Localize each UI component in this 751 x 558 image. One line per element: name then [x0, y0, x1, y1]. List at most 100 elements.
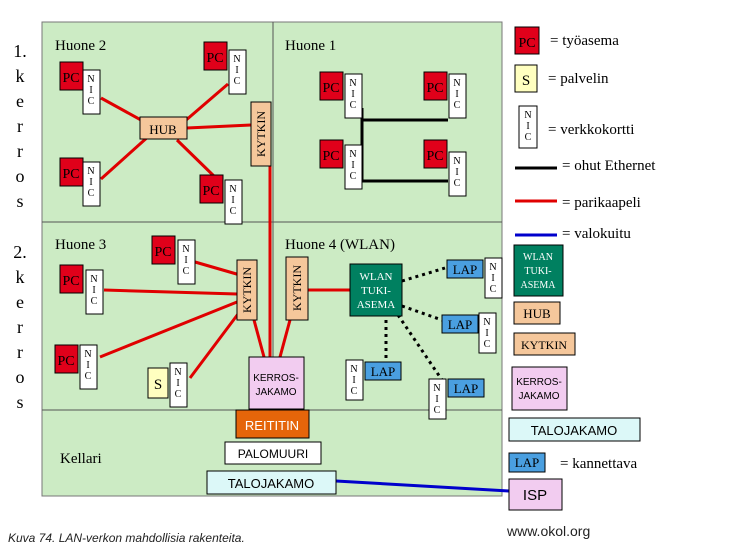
svg-text:LAP: LAP [515, 455, 540, 470]
legend-hub: HUB [513, 301, 561, 325]
figure-caption: Kuva 74. LAN-verkon mahdollisia rakentei… [8, 531, 245, 545]
room-label-huone-1: Huone 1 [285, 38, 336, 54]
switch-label: KYTKIN [240, 267, 254, 313]
pc-huone1-c: PC [319, 139, 344, 169]
svg-text:PC: PC [154, 245, 171, 260]
svg-text:= verkkokortti: = verkkokortti [548, 122, 634, 138]
pc-huone1-b: PC [423, 71, 448, 101]
wireless-links [384, 266, 446, 381]
pc-huone2-b: PC [203, 41, 228, 71]
switch-huone3: KYTKIN [236, 259, 258, 321]
svg-text:PALOMUURI: PALOMUURI [238, 447, 308, 461]
svg-text:JAKAMO: JAKAMO [255, 387, 296, 398]
svg-text:TALOJAKAMO: TALOJAKAMO [531, 423, 617, 438]
pc-huone3-b: PC [59, 264, 84, 294]
svg-text:TALOJAKAMO: TALOJAKAMO [228, 476, 314, 491]
laptop-huone4-c: LAP [364, 361, 402, 381]
hub-huone2: HUB [139, 116, 188, 140]
svg-text:ISP: ISP [523, 487, 547, 504]
svg-text:LAP: LAP [448, 317, 473, 332]
room-label-huone-4: Huone 4 (WLAN) [285, 237, 395, 253]
svg-text:PC: PC [426, 81, 443, 96]
svg-text:= kannettava: = kannettava [560, 456, 638, 472]
room-label-huone-3: Huone 3 [55, 237, 106, 253]
svg-text:KERROS-: KERROS- [516, 377, 562, 388]
svg-text:= valokuitu: = valokuitu [562, 226, 631, 242]
fiber-cable [335, 479, 510, 493]
svg-text:LAP: LAP [454, 381, 479, 396]
laptop-huone4-d: LAP [447, 378, 485, 398]
svg-text:REITITIN: REITITIN [245, 418, 299, 433]
pc-huone1-a: PC [319, 71, 344, 101]
svg-text:WLAN: WLAN [360, 271, 393, 283]
pc-huone2-a: PC [59, 61, 84, 91]
svg-text:PC: PC [202, 184, 219, 199]
laptop-huone4-b: LAP [441, 314, 479, 334]
svg-text:TUKI-: TUKI- [361, 285, 391, 297]
svg-text:PC: PC [518, 36, 535, 51]
legend-server: S = palvelin [514, 64, 609, 93]
router: REITITIN [235, 409, 310, 439]
legend-switch: KYTKIN [513, 332, 576, 356]
site-url: www.okol.org [507, 523, 591, 539]
server-huone3: S [147, 367, 169, 399]
legend-kerrosjakamo: KERROS- JAKAMO [511, 366, 568, 411]
legend-wlan: WLAN TUKI- ASEMA [513, 244, 564, 297]
building-distributor: TALOJAKAMO [206, 470, 337, 495]
svg-text:= parikaapeli: = parikaapeli [562, 195, 641, 211]
svg-text:ASEMA: ASEMA [357, 299, 396, 311]
svg-text:PC: PC [62, 274, 79, 289]
laptop-huone4-a: LAP [446, 259, 484, 279]
svg-text:S: S [154, 377, 162, 393]
svg-text:S: S [522, 73, 530, 89]
legend-pc: PC = työasema [514, 26, 619, 55]
legend-fiber: = valokuitu [515, 226, 631, 242]
svg-text:WLAN: WLAN [523, 252, 553, 263]
pc-huone3-c: PC [54, 344, 79, 374]
svg-text:JAKAMO: JAKAMO [518, 391, 559, 402]
svg-text:LAP: LAP [371, 364, 396, 379]
floor-distributor: KERROS- JAKAMO [248, 356, 305, 410]
pc-huone2-c: PC [59, 157, 84, 187]
room-label-huone-2: Huone 2 [55, 38, 106, 54]
legend-twisted-pair: = parikaapeli [515, 195, 641, 211]
legend-laptop: LAP = kannettava [508, 452, 638, 473]
pc-huone1-d: PC [423, 139, 448, 169]
switch-huone4: KYTKIN [285, 256, 309, 321]
wlan-access-point: WLAN TUKI- ASEMA [349, 263, 403, 317]
svg-text:PC: PC [62, 71, 79, 86]
svg-text:PC: PC [322, 81, 339, 96]
firewall: PALOMUURI [224, 441, 322, 465]
svg-text:PC: PC [322, 149, 339, 164]
